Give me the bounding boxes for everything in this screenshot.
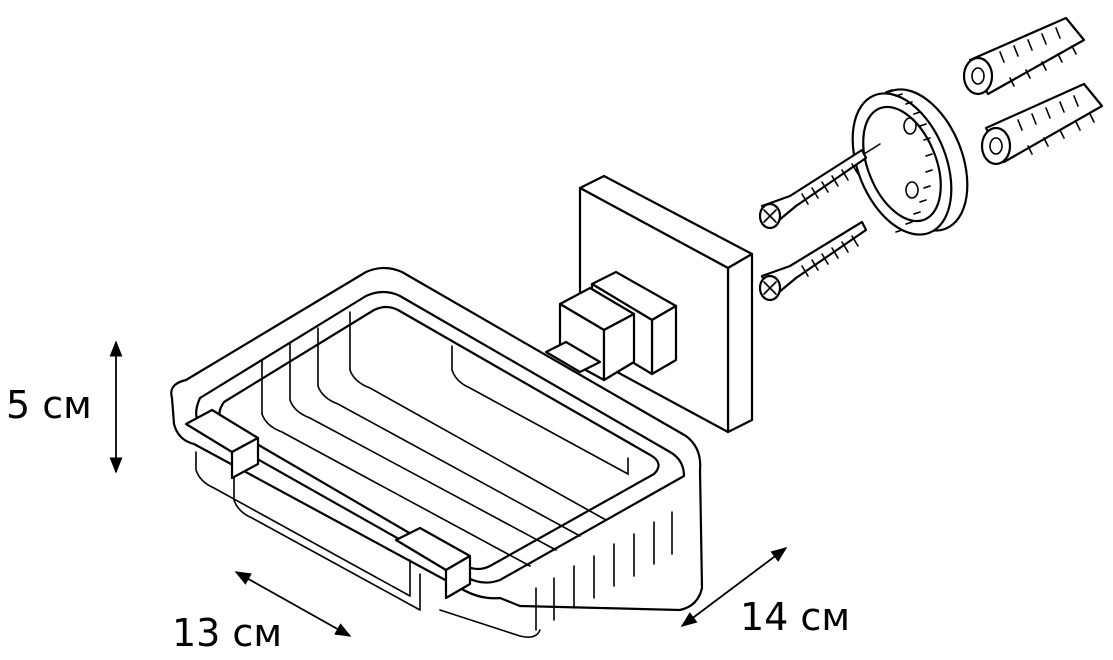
- mount-ring: [851, 88, 969, 236]
- connector-block: [544, 270, 678, 382]
- wall-plug-bottom: [980, 82, 1104, 166]
- width-dimension-label: 13 см: [172, 611, 282, 655]
- depth-dimension-label: 14 см: [740, 595, 850, 639]
- screw-bottom: [758, 220, 868, 302]
- screw-top: [758, 143, 881, 230]
- height-dimension-label: 5 см: [6, 383, 92, 427]
- width-dimension-arrow: [234, 571, 352, 637]
- wall-plug-top: [962, 16, 1086, 96]
- depth-dimension-arrow: [680, 547, 788, 627]
